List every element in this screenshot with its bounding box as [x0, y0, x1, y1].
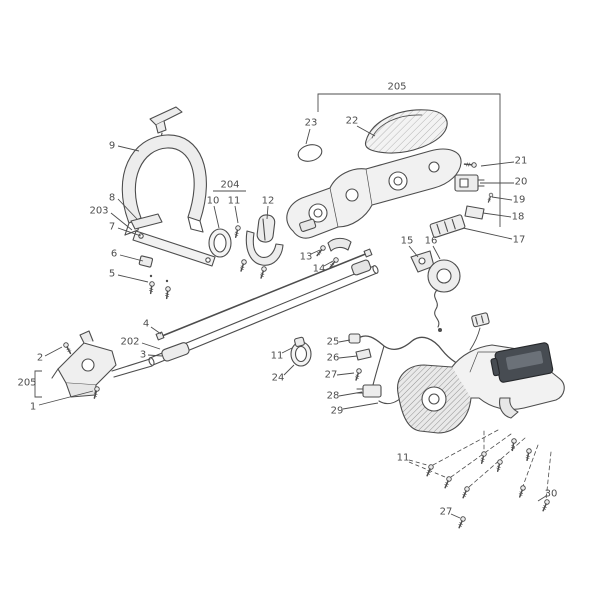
part-label-205: 205 [17, 378, 36, 389]
part-label-6: 6 [111, 249, 117, 260]
leader-line-1 [38, 390, 94, 406]
leader-line-6 [119, 254, 144, 262]
leader-line-30 [537, 495, 547, 502]
leader-line-12 [266, 205, 269, 220]
part-label-1: 1 [30, 402, 36, 413]
main-housing [286, 148, 462, 252]
leader-line-3 [147, 354, 163, 357]
leader-line-16 [432, 245, 441, 260]
hex-nut [138, 255, 154, 268]
part-label-204: 204 [220, 180, 239, 191]
part-label-19: 19 [513, 195, 526, 206]
leader-line-5 [117, 274, 149, 283]
handle-clamp-plate [130, 213, 163, 230]
leader-line-17 [462, 227, 513, 240]
part-label-4: 4 [143, 319, 149, 330]
leader-line-14 [323, 260, 334, 267]
leader-line-203 [110, 212, 133, 231]
part-label-25: 25 [327, 337, 340, 348]
part-label-11: 11 [271, 351, 284, 362]
part-label-21: 21 [515, 156, 528, 167]
part-label-17: 17 [513, 235, 526, 246]
part-label-11: 11 [397, 453, 410, 464]
part-label-3: 3 [140, 350, 146, 361]
battery-pack [490, 342, 554, 383]
part-label-202: 202 [120, 337, 139, 348]
part-label-16: 16 [425, 236, 438, 247]
part-label-30: 30 [545, 489, 558, 500]
part-label-203: 203 [89, 206, 108, 217]
leader-line-205 [317, 93, 501, 227]
leader-line-27 [336, 372, 355, 376]
leader-line-8 [117, 198, 138, 220]
drive-shaft-rod [155, 248, 373, 341]
part-label-20: 20 [515, 177, 528, 188]
part-label-23: 23 [305, 118, 318, 129]
leader-line-202 [141, 342, 161, 350]
part-label-9: 9 [109, 141, 115, 152]
part-label-22: 22 [346, 116, 359, 127]
shaft-tube [111, 259, 379, 378]
screw-guide-lines [432, 429, 552, 501]
motor-assembly [410, 250, 461, 332]
hanger-clamp [290, 336, 312, 367]
leader-line-4 [150, 326, 162, 335]
diagram-artwork [51, 106, 565, 530]
leader-line-10 [213, 205, 220, 229]
part-label-26: 26 [327, 353, 340, 364]
part-label-12: 12 [262, 196, 275, 207]
part-label-27: 27 [325, 370, 338, 381]
part-label-18: 18 [512, 212, 525, 223]
leader-line-19 [491, 196, 513, 201]
leader-line-2 [44, 346, 63, 357]
motor-cover [364, 109, 448, 154]
leader-line-11 [281, 347, 293, 354]
handle-screws [147, 274, 172, 300]
shaft-clamp-assembly [208, 214, 284, 280]
leader-line-28 [338, 391, 363, 397]
part-label-7: 7 [109, 222, 115, 233]
leader-line-25 [338, 339, 351, 343]
part-label-11: 11 [228, 196, 241, 207]
leader-line-23 [305, 128, 311, 145]
leader-line-24 [283, 364, 295, 376]
part-label-205: 205 [387, 82, 406, 93]
leader-line-29 [342, 402, 379, 410]
part-label-24: 24 [272, 373, 285, 384]
leader-line-27 [450, 513, 461, 519]
part-label-14: 14 [313, 264, 326, 275]
part-label-15: 15 [401, 236, 414, 247]
part-label-2: 2 [37, 353, 43, 364]
part-label-13: 13 [300, 252, 313, 263]
leader-line-7 [117, 227, 142, 237]
leader-line-205 [34, 370, 42, 398]
leader-line-15 [408, 245, 419, 258]
part-label-8: 8 [109, 193, 115, 204]
wire-harness [348, 312, 490, 405]
part-label-28: 28 [327, 391, 340, 402]
part-label-29: 29 [331, 406, 344, 417]
leader-line-26 [338, 355, 358, 359]
leader-line-9 [117, 145, 140, 152]
part-label-10: 10 [207, 196, 220, 207]
gasket-ring [297, 144, 323, 162]
leader-line-13 [310, 249, 321, 255]
part-label-27: 27 [440, 507, 453, 518]
gear-head-assembly [51, 330, 117, 400]
leader-line-22 [356, 125, 376, 137]
shaft-mount-bar [132, 230, 216, 267]
leader-line-11 [408, 459, 428, 466]
leader-line-21 [480, 161, 515, 167]
part-label-5: 5 [109, 269, 115, 280]
leader-line-18 [482, 212, 512, 218]
leader-line-11 [234, 205, 239, 224]
rear-handle-assembly [397, 342, 565, 434]
switch-parts [429, 161, 494, 238]
